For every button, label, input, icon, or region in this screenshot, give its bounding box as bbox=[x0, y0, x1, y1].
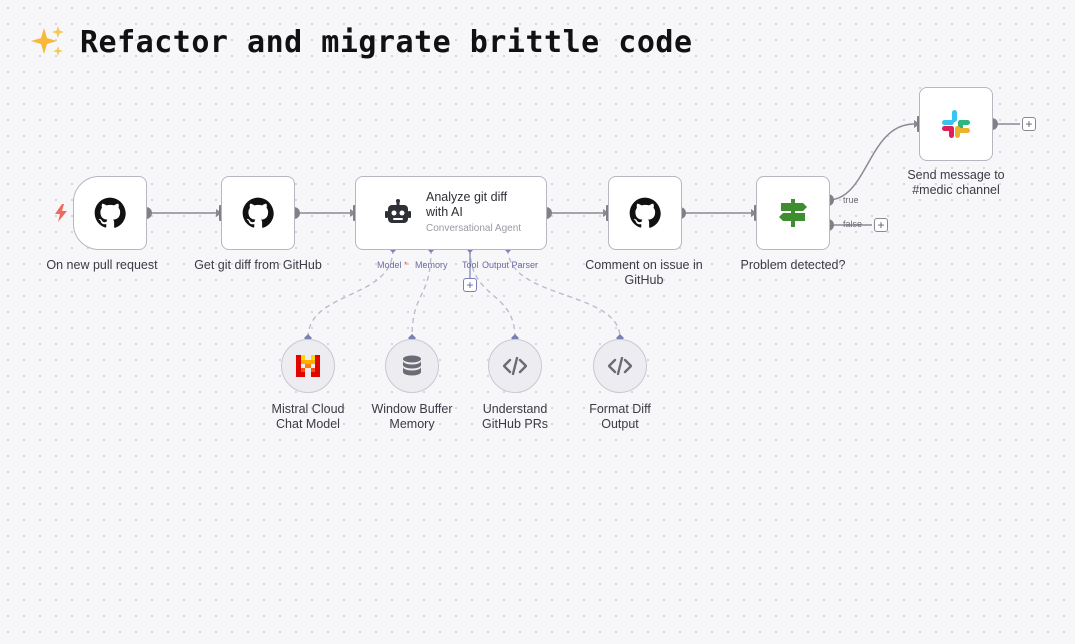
node-problem-detected[interactable] bbox=[756, 176, 830, 250]
github-icon bbox=[94, 197, 126, 228]
database-icon bbox=[403, 355, 421, 376]
sparkles-icon bbox=[31, 26, 64, 56]
edge-model-to-mistral bbox=[307, 248, 394, 339]
code-icon bbox=[608, 357, 632, 375]
github-icon bbox=[242, 197, 274, 228]
node-label-tool: Understand GitHub PRs bbox=[430, 402, 600, 432]
node-label-mistral-line2: Chat Model bbox=[276, 417, 340, 431]
port-model-required: * bbox=[404, 260, 408, 270]
add-tool-button[interactable]: + bbox=[463, 278, 477, 292]
mistral-icon bbox=[296, 355, 320, 377]
node-on-new-pull-request[interactable] bbox=[73, 176, 147, 250]
slack-icon bbox=[942, 110, 970, 138]
port-label-output-parser: Output Parser bbox=[482, 260, 539, 270]
node-label-parser-line2: Output bbox=[601, 417, 639, 431]
node-label-tool-line2: GitHub PRs bbox=[482, 417, 548, 431]
node-analyze-git-diff[interactable]: Analyze git diff with AI Conversational … bbox=[355, 176, 547, 250]
node-comment-on-issue[interactable] bbox=[608, 176, 682, 250]
node-label-trigger: On new pull request bbox=[46, 258, 158, 272]
add-node-after-slack-button[interactable]: + bbox=[1022, 117, 1036, 131]
port-label-model: Model * bbox=[377, 260, 408, 270]
node-label-slack-line2: #medic channel bbox=[912, 183, 1000, 197]
branch-label-true: true bbox=[843, 195, 859, 205]
node-understand-github-prs[interactable] bbox=[488, 339, 542, 393]
agent-title-line2: with AI bbox=[426, 205, 463, 219]
node-get-git-diff[interactable] bbox=[221, 176, 295, 250]
robot-icon bbox=[385, 199, 411, 223]
agent-title-line1: Analyze git diff bbox=[426, 190, 508, 204]
port-model-text: Model bbox=[377, 260, 402, 270]
trigger-bolt-icon bbox=[55, 204, 67, 222]
node-format-diff-output[interactable] bbox=[593, 339, 647, 393]
node-label-get-diff: Get git diff from GitHub bbox=[194, 258, 322, 272]
port-label-tool: Tool bbox=[462, 260, 479, 270]
node-label-comment: Comment on issue in GitHub bbox=[559, 258, 729, 288]
edge-if-true-to-slack bbox=[827, 123, 915, 201]
node-label-comment-line1: Comment on issue in bbox=[585, 258, 703, 272]
node-label-memory-line1: Window Buffer bbox=[371, 402, 453, 416]
node-label-slack: Send message to #medic channel bbox=[871, 168, 1041, 198]
add-node-false-branch-button[interactable]: + bbox=[874, 218, 888, 232]
node-label-parser-line1: Format Diff bbox=[589, 402, 651, 416]
node-label-memory-line2: Memory bbox=[389, 417, 435, 431]
node-label-parser: Format Diff Output bbox=[535, 402, 705, 432]
node-label-comment-line2: GitHub bbox=[624, 273, 664, 287]
github-icon bbox=[629, 197, 661, 228]
node-mistral-chat-model[interactable] bbox=[281, 339, 335, 393]
node-label-mistral-line1: Mistral Cloud bbox=[271, 402, 345, 416]
signpost-icon bbox=[779, 199, 807, 227]
edge-parser-to-format bbox=[507, 248, 621, 339]
node-label-memory: Window Buffer Memory bbox=[327, 402, 497, 432]
node-window-buffer-memory[interactable] bbox=[385, 339, 439, 393]
port-label-memory: Memory bbox=[415, 260, 448, 270]
workflow-title: Refactor and migrate brittle code bbox=[30, 24, 693, 60]
node-label-mistral: Mistral Cloud Chat Model bbox=[223, 402, 393, 432]
node-label-if: Problem detected? bbox=[740, 258, 846, 272]
branch-label-false: false bbox=[843, 219, 863, 229]
node-label-tool-line1: Understand bbox=[482, 402, 548, 416]
agent-subtitle: Conversational Agent bbox=[426, 223, 522, 234]
code-icon bbox=[503, 357, 527, 375]
workflow-title-text: Refactor and migrate brittle code bbox=[80, 24, 693, 60]
node-send-message[interactable] bbox=[919, 87, 993, 161]
edge-memory-to-buffer bbox=[411, 248, 432, 339]
node-label-slack-line1: Send message to bbox=[907, 168, 1005, 182]
agent-text: Analyze git diff with AI Conversational … bbox=[426, 190, 521, 236]
